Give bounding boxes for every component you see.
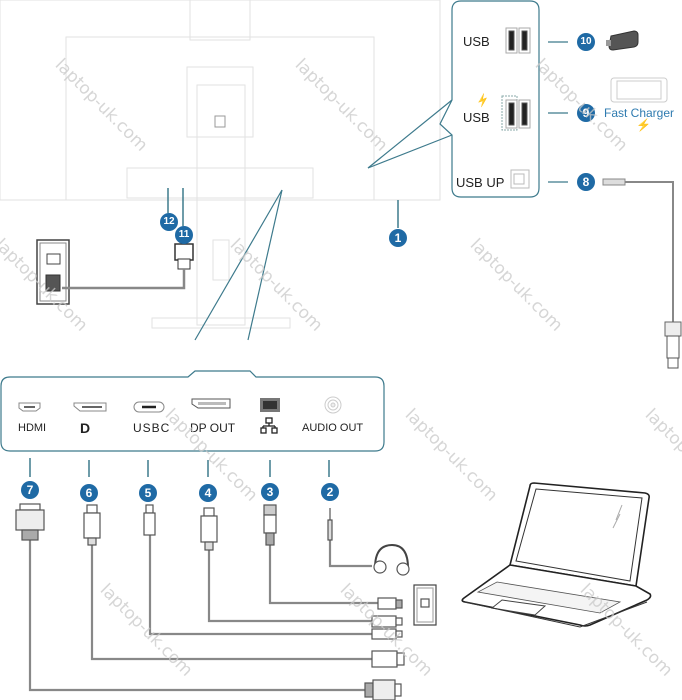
ethernet-wall-jack [413,584,437,626]
network-icon [260,417,278,434]
usbc-port-label: USBC [133,421,171,435]
ethernet-port-icon [260,398,280,412]
cables [28,535,378,692]
displayport-port-icon [73,402,107,412]
power-cable [62,243,194,290]
badge-1: 1 [389,229,407,247]
leader-lines [194,99,453,341]
usbc-plug-source [143,504,156,536]
dp-out-port-icon [191,398,231,409]
monitor-back [0,0,441,329]
badge-5: 5 [139,484,157,502]
usb-port-9 [501,95,531,131]
dp-plug-dest [371,615,403,628]
headphones-icon [373,543,410,576]
badge-3: 3 [261,483,279,501]
charge-lightning-icon: ⚡ [636,118,651,132]
ethernet-plug-source [263,504,277,546]
usb-up-port-label: USB UP [456,175,505,190]
dp-out-plug-dest [371,650,405,668]
badge-10: 10 [577,33,595,51]
hdmi-plug-source [15,503,45,541]
usb-upstream-cable [602,178,682,369]
badge-7: 7 [21,481,39,499]
smartphone-icon [610,77,668,103]
ethernet-plug-dest [377,597,403,610]
badge-9: 9 [577,104,595,122]
usb-port-label-10: USB [463,34,490,49]
hdmi-port-label: HDMI [18,422,47,434]
badge-11: 11 [175,226,193,244]
bottom-port-panel [0,370,385,452]
audio-plug-source [327,508,333,541]
usb-port-10 [505,27,531,54]
wall-socket [36,239,70,305]
badge-12: 12 [160,213,178,231]
dp-plug-source [83,504,101,546]
dp-out-plug-source [200,507,218,551]
badge-2: 2 [321,483,339,501]
usb-port-label-9: USB [463,110,490,125]
philips-logo [214,115,226,128]
audio-out-port-label: AUDIO OUT [302,422,364,434]
fast-charger-label: Fast Charger [604,106,675,120]
hdmi-port-icon [18,402,41,412]
usbc-port-icon [133,401,165,413]
usb-upstream-port [510,169,530,189]
usbc-plug-dest [371,628,403,640]
audio-jack-icon [324,396,342,414]
dp-out-port-label: DP OUT [190,421,236,435]
badge-8: 8 [577,173,595,191]
hdmi-plug-dest [364,679,402,700]
laptop-icon [461,482,652,628]
displayport-logo: D [80,420,91,436]
usb-flash-drive-icon [606,30,639,51]
badge-4: 4 [199,484,217,502]
badge-6: 6 [80,484,98,502]
